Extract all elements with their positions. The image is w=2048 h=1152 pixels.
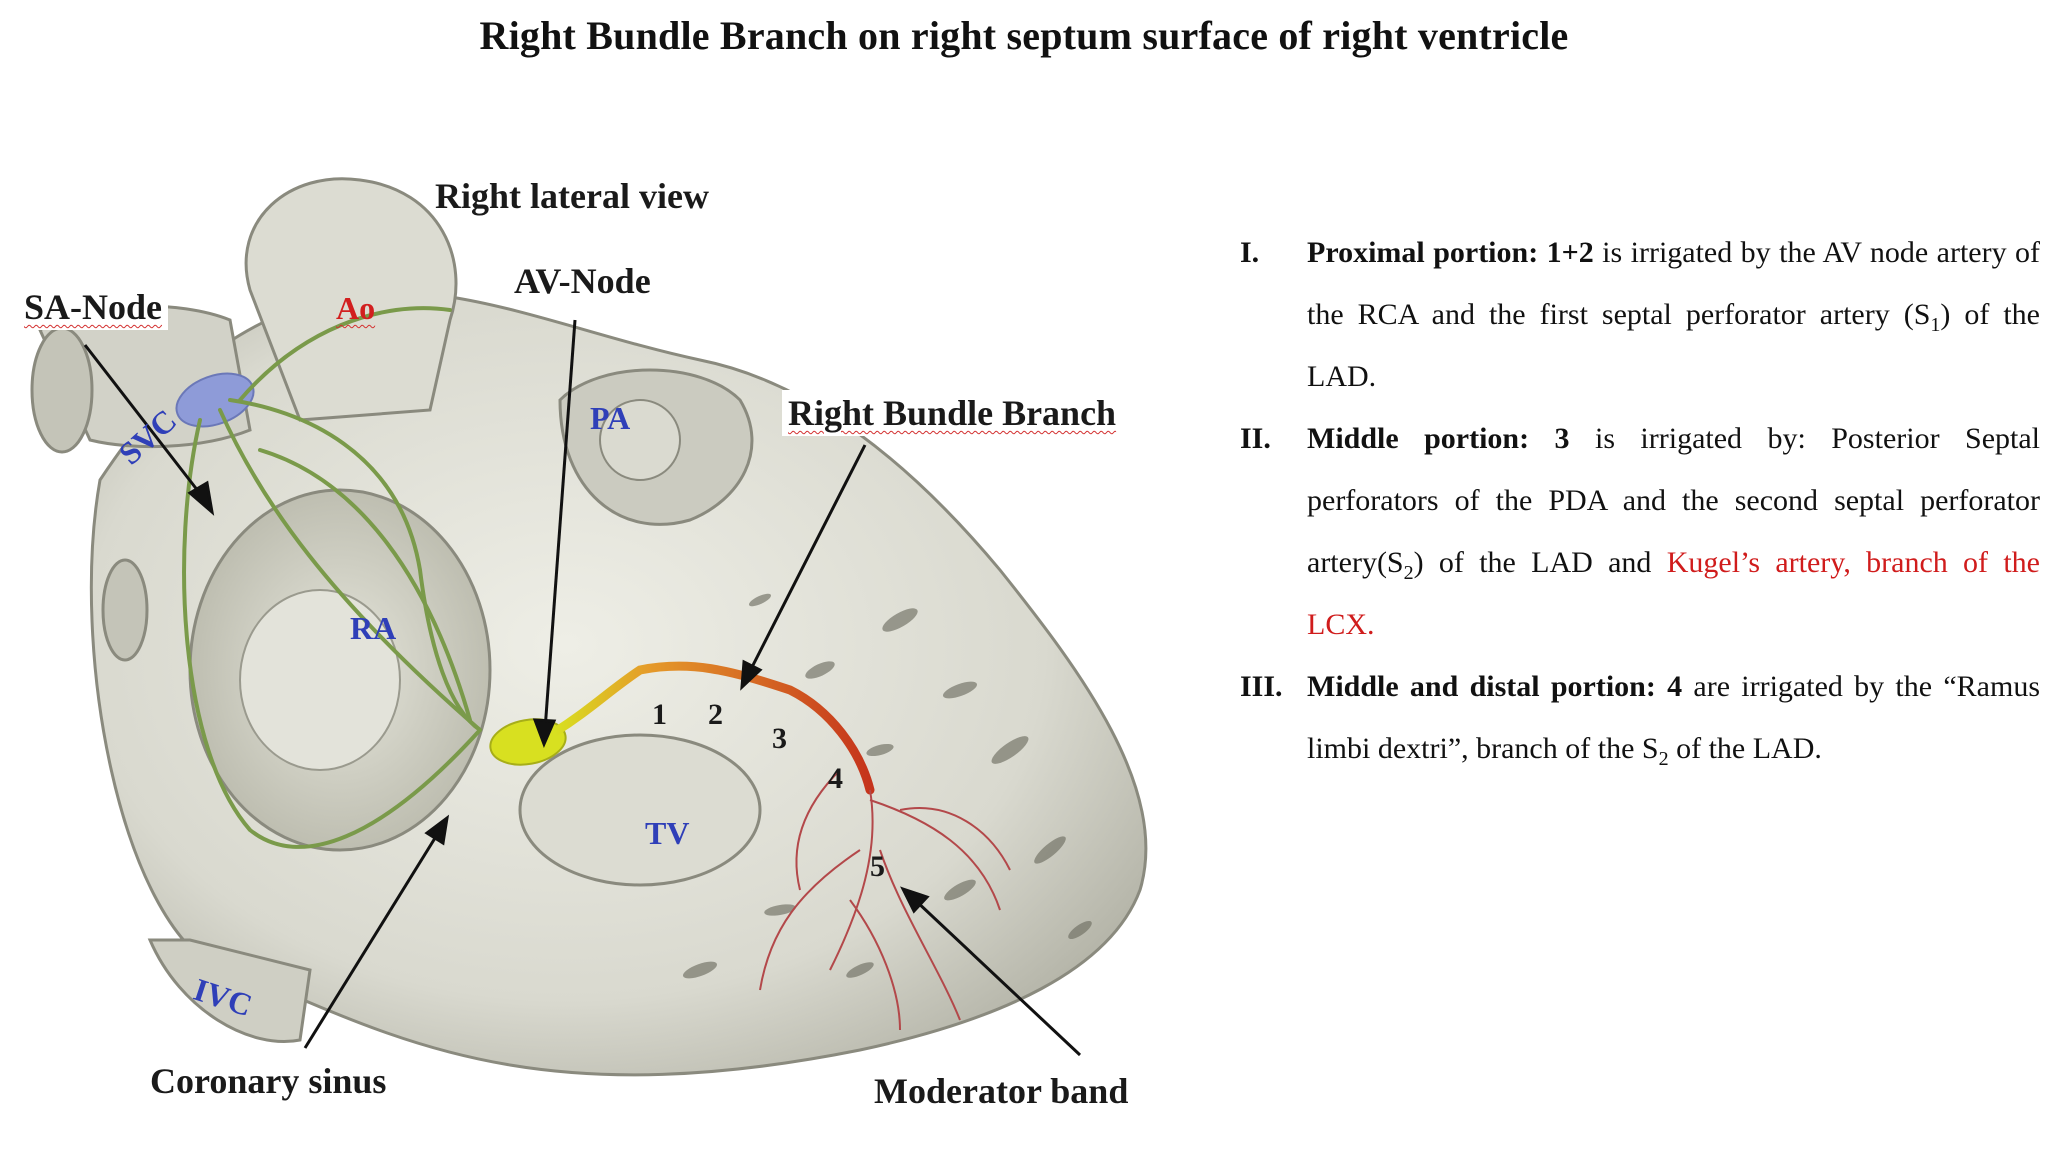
label-sa-node: SA-Node [18, 284, 169, 330]
note-number: II. [1240, 422, 1271, 455]
heart-illustration [30, 177, 1148, 1077]
note-segment-value: 4 [1667, 670, 1683, 703]
irrigation-notes: I. Proximal portion: 1+2 is irrigated by… [1240, 222, 2040, 780]
heart-diagram: Right lateral view SA-Node Ao AV-Node PA… [0, 150, 1260, 1152]
note-heading: Middle portion: [1307, 422, 1530, 455]
note-subscript: 2 [1403, 562, 1414, 584]
aorta [244, 177, 458, 422]
ivc-vessel [147, 938, 312, 1043]
segment-2: 2 [708, 698, 723, 731]
label-aorta: Ao [336, 290, 376, 326]
note-text: is irrigated by the AV node artery of th… [1307, 236, 2041, 331]
note-subscript: 2 [1658, 748, 1669, 770]
note-item: III. Middle and distal portion: 4 are ir… [1240, 656, 2040, 780]
tricuspid-valve [518, 733, 762, 887]
label-pulmonary-artery: PA [590, 400, 631, 436]
note-number: III. [1240, 670, 1283, 703]
segment-3: 3 [772, 722, 787, 755]
note-heading: Middle and distal portion: [1307, 670, 1656, 703]
right-bundle-branch [550, 661, 875, 795]
note-item: I. Proximal portion: 1+2 is irrigated by… [1240, 222, 2040, 408]
note-text: is irrigated by: Posterior Septal perfor… [1307, 422, 2040, 579]
label-coronary-sinus: Coronary sinus [150, 1061, 387, 1101]
note-number: I. [1240, 236, 1260, 269]
page-title: Right Bundle Branch on right septum surf… [479, 13, 1569, 58]
segment-4: 4 [828, 762, 843, 795]
note-text: are irrigated by the “Ramus limbi dextri… [1307, 670, 2040, 765]
label-right-bundle-branch: Right Bundle Branch [782, 390, 1123, 436]
segment-1: 1 [652, 698, 667, 731]
note-highlight: Kugel’s artery, branch of the LCX. [1307, 546, 2040, 641]
note-text-tail: of the LAD. [1668, 732, 1822, 765]
note-item: II. Middle portion: 3 is irrigated by: P… [1240, 408, 2040, 656]
segment-5: 5 [870, 850, 885, 883]
label-moderator-band: Moderator band [868, 1068, 1135, 1114]
note-segment-value: 1+2 [1546, 236, 1594, 269]
label-right-atrium: RA [350, 610, 397, 646]
label-tricuspid-valve: TV [645, 815, 690, 851]
note-subscript: 1 [1930, 314, 1941, 336]
note-text-tail: ) of the LAD. [1307, 298, 2040, 393]
label-av-node: AV-Node [508, 258, 657, 304]
note-segment-value: 3 [1554, 422, 1570, 455]
note-heading: Proximal portion: [1307, 236, 1539, 269]
note-text-tail: ) of the LAD and [1413, 546, 1667, 579]
label-right-lateral-view: Right lateral view [435, 176, 709, 216]
